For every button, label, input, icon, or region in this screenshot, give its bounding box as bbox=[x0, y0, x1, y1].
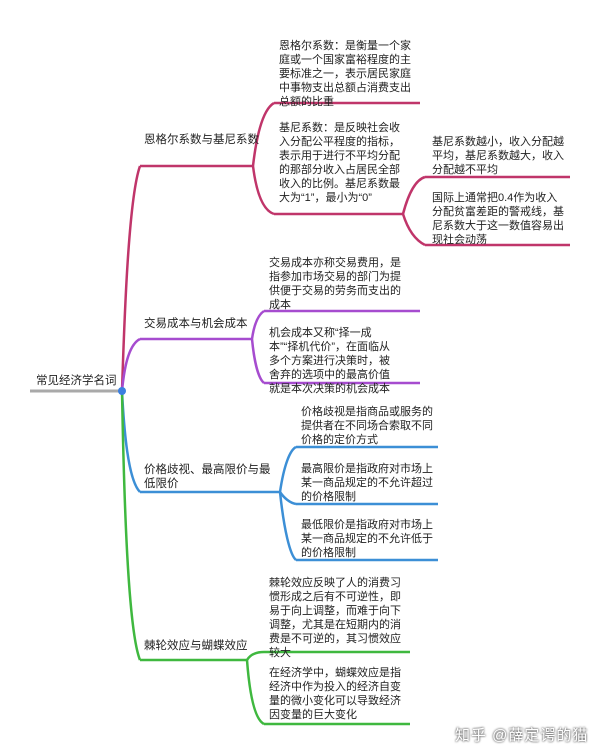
branch-4-label: 棘轮效应与蝴蝶效应 bbox=[144, 640, 248, 652]
branch-2-child-2: 机会成本又称“择一成本”“择机代价”，在面临从多个方案进行决策时，被舍弃的选项中… bbox=[269, 327, 390, 395]
branch-3-label: 价格歧视、最高限价与最低限价 bbox=[144, 464, 271, 490]
branch-4-lines bbox=[120, 390, 410, 726]
branch-2-child-1: 交易成本亦称交易费用，是指参加市场交易的部门为提供便于交易的劳务而支出的成本 bbox=[269, 257, 401, 311]
branch-4-child-2: 在经济学中，蝴蝶效应是指经济中作为投入的经济自变量的微小变化可以导致经济因变量的… bbox=[269, 667, 401, 721]
branch-1-grandchild-2: 国际上通常把0.4作为收入分配贫富差距的警戒线，基尼系数大于这一数值容易出现社会… bbox=[432, 192, 564, 246]
root-topic: 常见经济学名词 bbox=[36, 375, 117, 387]
branch-1-label: 恩格尔系数与基尼系数 bbox=[144, 134, 259, 146]
branch-3-child-1: 价格歧视是指商品或服务的提供者在不同场合索取不同价格的定价方式 bbox=[301, 406, 433, 446]
branch-1-child-2: 基尼系数：是反映社会收入分配公平程度的指标，表示用于进行不平均分配的那部分收入占… bbox=[279, 122, 400, 204]
branch-2-lines bbox=[120, 309, 420, 392]
branch-4-child-1: 棘轮效应反映了人的消费习惯形成之后有不可逆性，即易于向上调整，而难于向下调整，尤… bbox=[269, 577, 401, 659]
branch-3-child-3: 最低限价是指政府对市场上某一商品规定的不允许低于的价格限制 bbox=[301, 519, 433, 559]
branch-1-child-1: 恩格尔系数：是衡量一个家庭或一个国家富裕程度的主要标准之一，表示居民家庭中事物支… bbox=[279, 40, 411, 108]
branch-3-child-2: 最高限价是指政府对市场上某一商品规定的不允许超过的价格限制 bbox=[301, 463, 433, 503]
branch-1-grandchild-1: 基尼系数越小，收入分配越平均，基尼系数越大，收入分配越不平均 bbox=[432, 136, 564, 176]
root-dot bbox=[118, 387, 126, 395]
branch-2-label: 交易成本与机会成本 bbox=[144, 318, 248, 330]
watermark: 知乎 @薛定谔的猫 bbox=[455, 727, 589, 744]
branch-3-lines bbox=[120, 390, 438, 562]
branch-1-lines bbox=[120, 101, 570, 392]
